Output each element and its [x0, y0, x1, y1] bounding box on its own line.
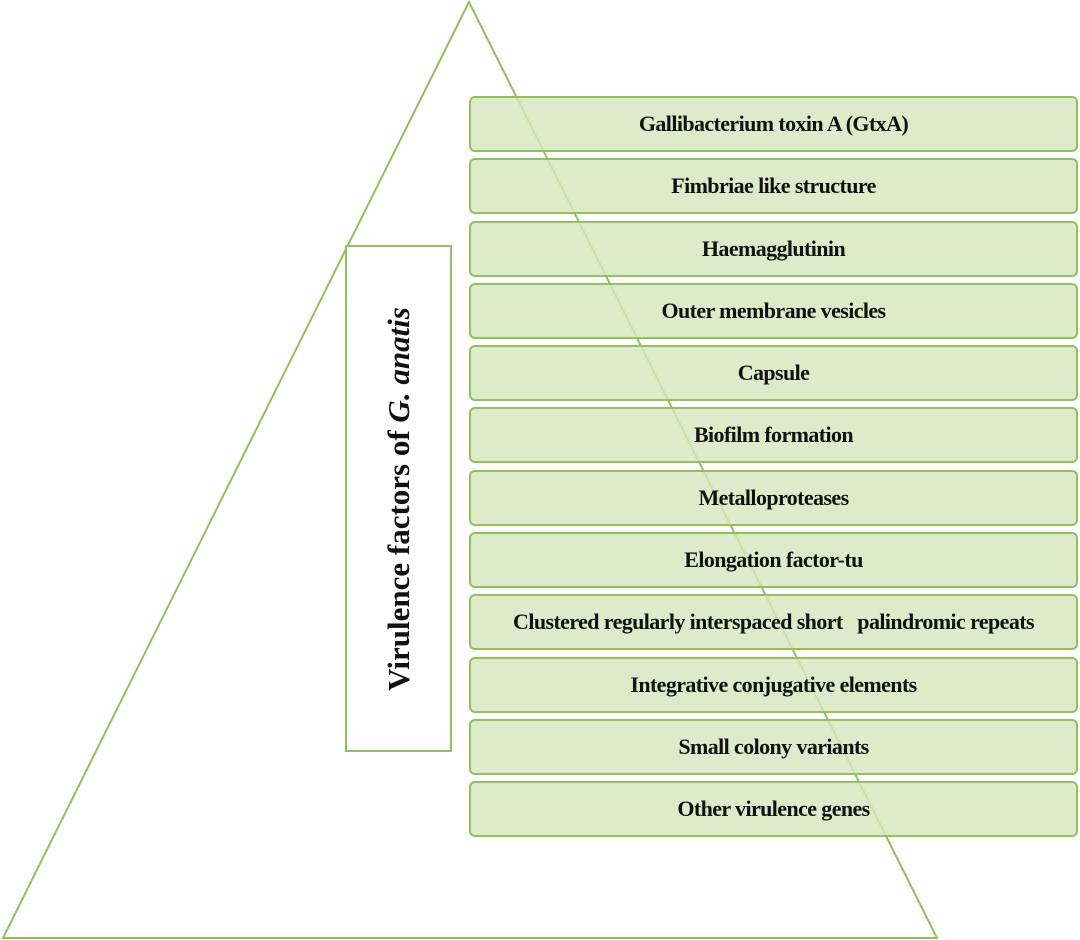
title-organism: G. anatis [380, 306, 416, 423]
title-box: Virulence factors of G. anatis [345, 245, 452, 752]
factor-metalloproteases: Metalloproteases [469, 469, 1078, 526]
factor-list: Gallibacterium toxin A (GtxA) Fimbriae l… [469, 96, 1078, 844]
factor-crispr: Clustered regularly interspaced short pa… [469, 594, 1078, 651]
factor-ice: Integrative conjugative elements [469, 656, 1078, 713]
factor-capsule: Capsule [469, 345, 1078, 402]
factor-other-genes: Other virulence genes [469, 781, 1078, 838]
factor-small-colony-variants: Small colony variants [469, 718, 1078, 775]
factor-gtxa: Gallibacterium toxin A (GtxA) [469, 96, 1078, 152]
factor-haemagglutinin: Haemagglutinin [469, 220, 1078, 277]
factor-biofilm: Biofilm formation [469, 407, 1078, 464]
title-prefix: Virulence factors of [380, 422, 416, 691]
factor-fimbriae: Fimbriae like structure [469, 158, 1078, 215]
diagram-title: Virulence factors of G. anatis [381, 307, 417, 691]
factor-elongation-factor: Elongation factor-tu [469, 532, 1078, 589]
factor-outer-membrane-vesicles: Outer membrane vesicles [469, 282, 1078, 339]
